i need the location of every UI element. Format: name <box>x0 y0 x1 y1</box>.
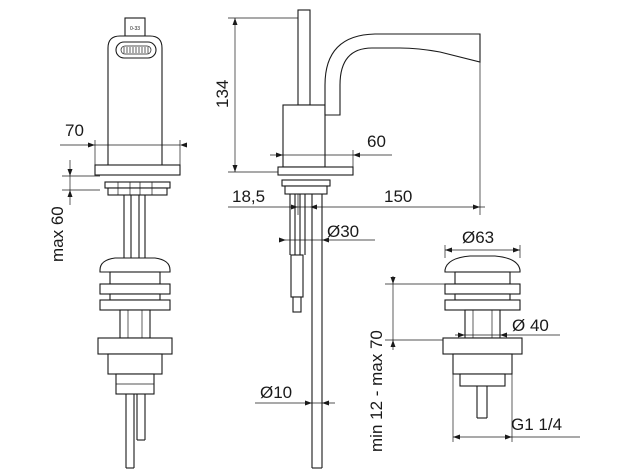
side-view-faucet <box>277 9 481 469</box>
dim-height-spout: 134 <box>213 17 298 173</box>
dim-width-body: 70 <box>60 121 187 165</box>
dim-label-60: 60 <box>367 132 386 151</box>
dim-label-waste-range: min 12 - max 70 <box>367 330 386 452</box>
dim-label-70: 70 <box>65 121 84 140</box>
front-view-faucet: 0-33 <box>94 17 181 469</box>
lever-grip <box>123 47 149 53</box>
dim-label-18-5: 18,5 <box>232 187 265 206</box>
dim-hole-dia: Ø30 <box>279 222 375 243</box>
dim-waste-head: Ø63 <box>444 228 521 258</box>
waste-assembly <box>442 255 523 419</box>
dim-label-dia30: Ø30 <box>327 222 359 241</box>
dim-waste-body: Ø 40 <box>455 316 560 338</box>
dim-label-dia63: Ø63 <box>462 228 494 247</box>
dim-thread: G1 1/4 <box>452 374 580 442</box>
dim-label-dia40: Ø 40 <box>512 316 549 335</box>
dim-label-150: 150 <box>384 187 412 206</box>
dim-max-deck: max 60 <box>48 160 100 262</box>
dim-rod-dia: Ø10 <box>255 383 335 406</box>
dim-label-max60: max 60 <box>48 206 67 262</box>
dim-waste-range: min 12 - max 70 <box>367 276 445 452</box>
dim-base-width: 60 <box>270 132 392 167</box>
dim-label-thread: G1 1/4 <box>511 415 562 434</box>
dim-label-134: 134 <box>213 80 232 108</box>
dim-label-dia10: Ø10 <box>260 383 292 402</box>
handle-marking: 0-33 <box>130 26 140 32</box>
dim-offset-reach: 18,5 150 <box>228 62 485 215</box>
